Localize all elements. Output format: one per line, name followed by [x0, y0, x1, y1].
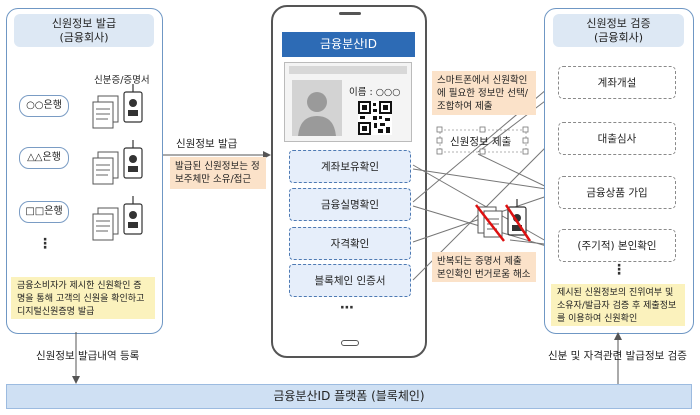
- issuer-note: 금융소비자가 제시한 신원확인 증명을 통해 고객의 신원을 확인하고 디지털신…: [11, 277, 155, 319]
- issuer-title-line1: 신원정보 발급: [51, 17, 117, 30]
- verify-item-product-signup: 금융상품 가입: [558, 176, 676, 209]
- document-icon-group-1: [92, 84, 143, 129]
- document-icon-group-2: [92, 140, 143, 185]
- document-label: 신분증/증명서: [94, 75, 150, 86]
- submit-label: 신원정보 제출: [450, 136, 512, 148]
- verify-item-more: ⋮: [612, 262, 627, 278]
- verify-item-periodic-check: (주기적) 본인확인: [558, 229, 676, 262]
- phone-item-more: ⋯: [340, 300, 355, 316]
- bank-3: □□은행: [19, 201, 69, 223]
- verifier-panel-title: 신원정보 검증 (금융회사): [553, 14, 684, 47]
- verification-label: 신분 및 자격관련 발급정보 검증: [548, 350, 687, 362]
- crossed-documents-icon: [475, 199, 532, 242]
- bank-1: ○○은행: [19, 95, 69, 117]
- document-icon-group-3: [92, 196, 143, 241]
- verify-item-account-open: 계좌개설: [558, 66, 676, 99]
- phone-speaker: [339, 12, 361, 15]
- issue-note: 발급된 신원정보는 정보주체만 소유/접근: [170, 157, 266, 189]
- smartphone-note: 스마트폰에서 신원확인에 필요한 정보만 선택/조합하여 제출: [432, 71, 536, 115]
- issuance-registration-label: 신원정보 발급내역 등록: [36, 350, 140, 362]
- avatar-icon: [292, 80, 342, 136]
- phone-item-blockchain-cert[interactable]: 블록체인 인증서: [289, 264, 411, 297]
- qr-code-icon: [358, 101, 392, 135]
- phone-header: 금융분산ID: [282, 32, 415, 57]
- verifier-panel: [544, 8, 694, 334]
- id-card-stripe: [289, 66, 407, 74]
- id-name-field: 이름 : ○○○: [349, 87, 401, 98]
- phone-item-realname[interactable]: 금융실명확인: [289, 188, 411, 221]
- platform-bar: 금융분산ID 플랫폼 (블록체인): [6, 384, 692, 409]
- phone-item-qualification[interactable]: 자격확인: [289, 227, 411, 260]
- repetition-note: 반복되는 증명서 제출 본인확인 번거로움 해소: [432, 252, 536, 282]
- bank-more: ⋮: [38, 236, 53, 252]
- verifier-title-line2: (금융회사): [593, 31, 644, 44]
- document-icons: [92, 84, 143, 241]
- phone-item-account[interactable]: 계좌보유확인: [289, 150, 411, 183]
- bottom-arrows: [72, 332, 622, 384]
- verifier-title-line1: 신원정보 검증: [586, 17, 651, 30]
- verify-item-loan-review: 대출심사: [558, 122, 676, 155]
- bank-2: △△은행: [19, 147, 69, 169]
- verifier-note: 제시된 신원정보의 진위여부 및 소유자/발급자 검증 후 제출정보를 이용하여…: [551, 284, 685, 326]
- issue-arrow-label: 신원정보 발급: [176, 138, 238, 150]
- issuer-title-line2: (금융회사): [59, 31, 109, 44]
- issuer-panel-title: 신원정보 발급 (금융회사): [14, 14, 154, 47]
- phone-home-button: [341, 340, 359, 346]
